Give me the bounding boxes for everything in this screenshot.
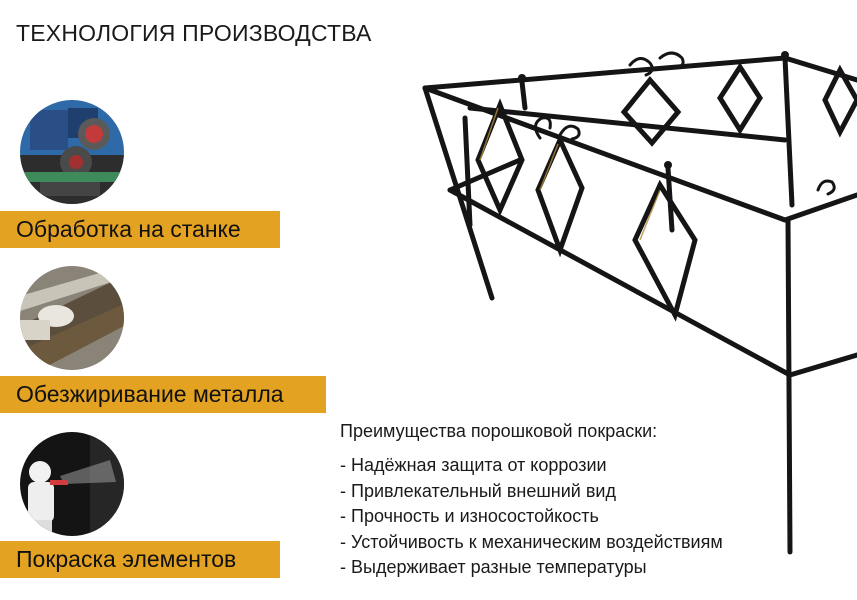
- benefit-item: Надёжная защита от коррозии: [340, 453, 810, 479]
- spray-painting-photo: [20, 432, 124, 536]
- benefits-title: Преимущества порошковой покраски:: [340, 421, 658, 441]
- step-label-machining: Обработка на станке: [0, 211, 280, 248]
- step-label-degreasing: Обезжиривание металла: [0, 376, 326, 413]
- benefits-block: Преимущества порошковой покраски: Надёжн…: [340, 421, 810, 581]
- step-label-painting: Покраска элементов: [0, 541, 280, 578]
- machine-tool-photo: [20, 100, 124, 204]
- page-title: ТЕХНОЛОГИЯ ПРОИЗВОДСТВА: [16, 20, 372, 46]
- benefit-item: Устойчивость к механическим воздействиям: [340, 530, 810, 556]
- degreasing-photo: [20, 266, 124, 370]
- benefits-list: Надёжная защита от коррозии Привлекатель…: [340, 453, 810, 581]
- benefit-item: Прочность и износостойкость: [340, 504, 810, 530]
- benefit-item: Выдерживает разные температуры: [340, 555, 810, 581]
- benefit-item: Привлекательный внешний вид: [340, 479, 810, 505]
